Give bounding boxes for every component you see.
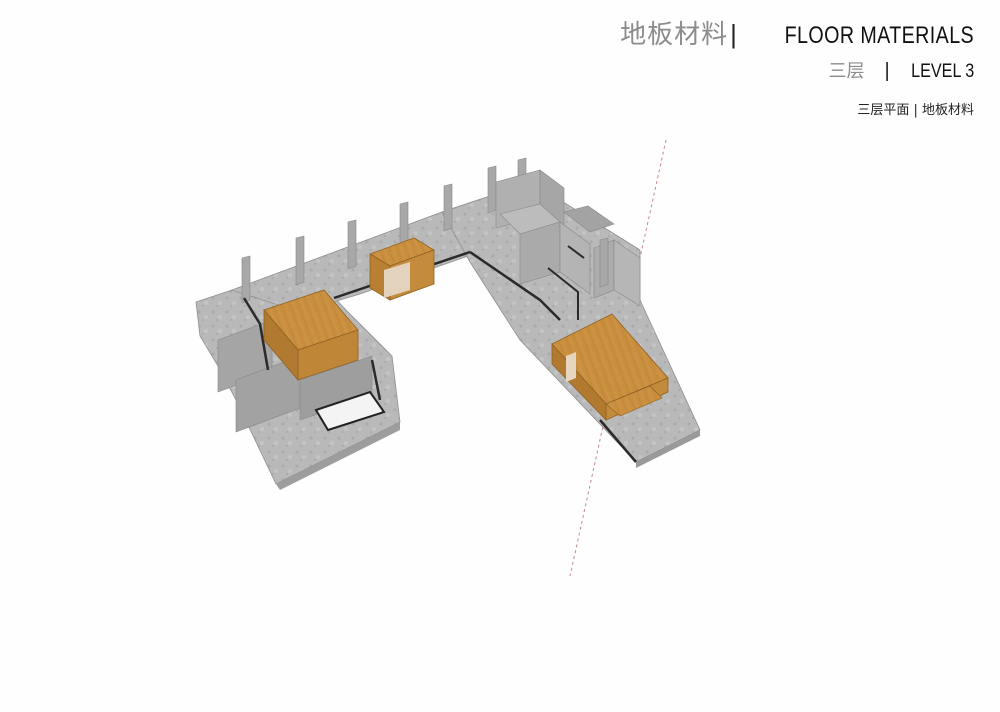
plan-subtitle: 三层平面 | 地板材料 (857, 103, 974, 118)
wood-volume-window (384, 262, 410, 298)
wood-volume-window (566, 352, 576, 382)
room-wall (559, 221, 591, 295)
partition-wall (599, 237, 609, 288)
room-wall (613, 239, 641, 307)
wood-floor-strip (605, 385, 663, 417)
wood-volume-front (297, 329, 359, 381)
glazing-line (370, 359, 382, 401)
title-separator: | (730, 19, 737, 49)
right-wing-floor (441, 185, 701, 463)
partition-wall (487, 165, 497, 214)
header: 地板材料 | FLOOR MATERIALS 三层 | LEVEL 3 三层平面… (620, 14, 974, 118)
partition-wall (347, 219, 357, 270)
level-english: LEVEL 3 (910, 61, 974, 82)
title-english: FLOOR MATERIALS (784, 22, 974, 49)
level-row: 三层 | LEVEL 3 (620, 57, 975, 83)
right-wing-floor-edge (636, 430, 700, 468)
room-wall (563, 205, 615, 233)
partition-wall (443, 183, 453, 232)
left-wing-floor-edge (276, 422, 400, 490)
glazing-line (599, 419, 637, 463)
stair-opening (314, 390, 386, 432)
glazing-line (242, 297, 270, 371)
level-chinese: 三层 (828, 61, 865, 82)
partition-wall (241, 255, 251, 304)
title-chinese: 地板材料 (620, 20, 729, 50)
title-row: 地板材料 | FLOOR MATERIALS (620, 14, 974, 51)
glazing-line (547, 267, 579, 320)
glazing-line (469, 250, 561, 321)
partition-wall (295, 235, 305, 286)
level-separator: | (884, 60, 890, 82)
glazing-line (567, 245, 585, 259)
